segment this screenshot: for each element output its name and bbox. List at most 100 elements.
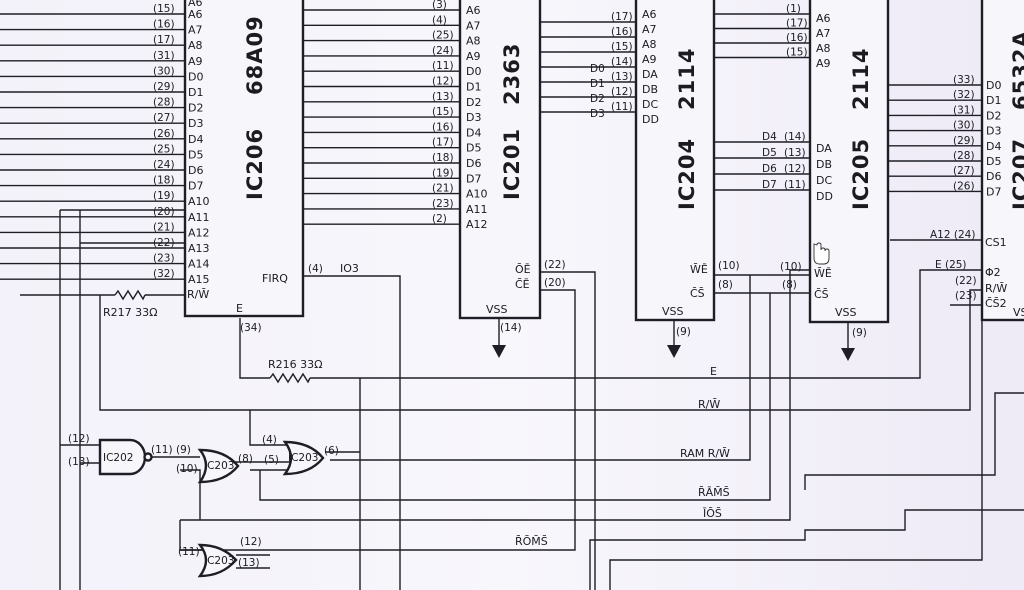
- gate-g2-in1: (9): [176, 444, 191, 456]
- ic207-cs2: C̄S̄2: [985, 297, 1007, 310]
- gate-g4-label: IC203: [204, 555, 234, 567]
- net-rw: R/W̄: [698, 398, 720, 411]
- ic206-pin-name: A10: [188, 195, 210, 208]
- wire-gate-inputs: [60, 444, 100, 464]
- r217-label: R217 33Ω: [103, 306, 158, 319]
- ic206-pin-name: D6: [188, 164, 203, 177]
- ic204-we: W̄Ē: [690, 263, 708, 276]
- ic206-pin-num: (25): [153, 143, 175, 155]
- net-rams: R̄ĀM̄S̄: [698, 486, 730, 499]
- ic206-pin-name: D3: [188, 117, 203, 130]
- ic206-pin-name: A6: [188, 8, 203, 21]
- ic207-pin-name: D2: [986, 109, 1001, 122]
- ic201-pin-num: (21): [432, 183, 454, 195]
- ic206-pin-num: (21): [153, 221, 175, 233]
- ic207-pin-num: (29): [953, 135, 975, 147]
- wire-ic201-ce: [179, 289, 576, 551]
- gate-g3-label: IC203: [288, 452, 318, 464]
- ic206-pin-name: D4: [188, 133, 203, 146]
- gate-ic202-bubble: [143, 452, 153, 462]
- ic201-body: [458, 0, 542, 320]
- ic201-pin-num: (11): [432, 60, 454, 72]
- ic201-name: IC201: [500, 128, 524, 200]
- ic204-pin-num: (12): [611, 86, 633, 98]
- wire-ram-rw: [330, 275, 751, 461]
- net-ram-rw: RAM R/W̄: [680, 447, 730, 460]
- ic205-data-label: D5: [762, 147, 777, 159]
- gate-g3-in2: (5): [264, 454, 279, 466]
- ic205-pin-name: DD: [816, 190, 833, 203]
- ic206-name: IC206: [243, 128, 267, 200]
- ic207-rw: R/W̄: [985, 282, 1007, 295]
- ic201-pin-name: D5: [466, 142, 481, 155]
- ic205-we: W̄Ē: [814, 267, 832, 280]
- ic201-pin-num: (17): [432, 137, 454, 149]
- ic201-pin-num: (19): [432, 167, 454, 179]
- gate-g3-out: (6): [324, 445, 339, 457]
- ic206-pin-num: (27): [153, 112, 175, 124]
- ic204-cs: C̄S̄: [690, 287, 705, 300]
- wire-misc2: [589, 509, 1024, 590]
- wire-ios: [180, 269, 810, 521]
- resistor-r216: [269, 372, 311, 384]
- ic206-pin-name: A11: [188, 211, 210, 224]
- ic201-pin-name: A12: [466, 218, 488, 231]
- ic206-pin-name: D2: [188, 102, 203, 115]
- ic206-pin-name: A12: [188, 226, 210, 239]
- ic204-pin-name: DC: [642, 98, 658, 111]
- ic205-pin-name: A6: [816, 12, 831, 25]
- ic206-pin-num: (28): [153, 97, 175, 109]
- ic207-pin-num: (26): [953, 180, 975, 192]
- net-e: E: [710, 365, 717, 378]
- ic201-pin-name: D3: [466, 111, 481, 124]
- ic201-pin-num: (23): [432, 198, 454, 210]
- ic205-pin-num: (17): [786, 18, 808, 30]
- ic204-pin-num: (17): [611, 11, 633, 23]
- ic207-pin-name: D3: [986, 125, 1001, 138]
- ic201-vss-pin: (14): [500, 322, 522, 334]
- ic201-pin-num: (15): [432, 106, 454, 118]
- ic201-pin-num: (16): [432, 121, 454, 133]
- ic201-oe: ŌĒ: [515, 263, 531, 276]
- ic207-rw-pin: (22): [955, 275, 977, 287]
- ic201-oe-pin: (22): [544, 259, 566, 271]
- ic204-data-label: D0: [590, 63, 605, 75]
- ic206-pin-name: A14: [188, 258, 210, 271]
- ic201-pin-name: D0: [466, 65, 481, 78]
- ic205-data-label: D7: [762, 179, 777, 191]
- ic204-vss: VSS: [662, 305, 684, 318]
- ic204-pin-name: A8: [642, 38, 657, 51]
- ic205-data-num: (13): [784, 147, 806, 159]
- ic204-data-label: D2: [590, 93, 605, 105]
- ic206-part: 68A09: [243, 15, 267, 95]
- ic206-top-pin: A6: [188, 0, 203, 9]
- gate-g4-in2: (12): [240, 536, 262, 548]
- ic206-pin-num: (16): [153, 19, 175, 31]
- ic206-pin-num: (32): [153, 268, 175, 280]
- ic201-pin-name: A9: [466, 50, 481, 63]
- ic204-pin-name: DD: [642, 113, 659, 126]
- ic207-pin-num: (27): [953, 165, 975, 177]
- ic207-part: 6532A: [1009, 30, 1024, 110]
- ic206-pin-name: A13: [188, 242, 210, 255]
- wire-io3: [303, 275, 401, 590]
- ic207-pin-name: D1: [986, 94, 1001, 107]
- ic206-pin-num: (18): [153, 175, 175, 187]
- ic205-pin-num: (16): [786, 32, 808, 44]
- ic205-name: IC205: [849, 138, 873, 210]
- ic207-pin-name: D6: [986, 170, 1001, 183]
- ic205-data-num: (11): [784, 179, 806, 191]
- ic204-pin-num: (11): [611, 101, 633, 113]
- ic207-pin-num: (28): [953, 150, 975, 162]
- ic206-rw-label: R/W̄: [187, 288, 209, 301]
- ic205-part: 2114: [849, 48, 873, 110]
- ic201-pin-name: A11: [466, 203, 488, 216]
- ic205-pin-name: A9: [816, 57, 831, 70]
- ic205-pin-num: (1): [786, 3, 801, 15]
- gate-g1-in2: (13): [68, 456, 90, 468]
- ic204-we-pin: (10): [718, 260, 740, 272]
- ic201-pin-name: A6: [466, 4, 481, 17]
- gate-ic203-a: [197, 448, 240, 484]
- ic206-e-label: E: [236, 302, 243, 315]
